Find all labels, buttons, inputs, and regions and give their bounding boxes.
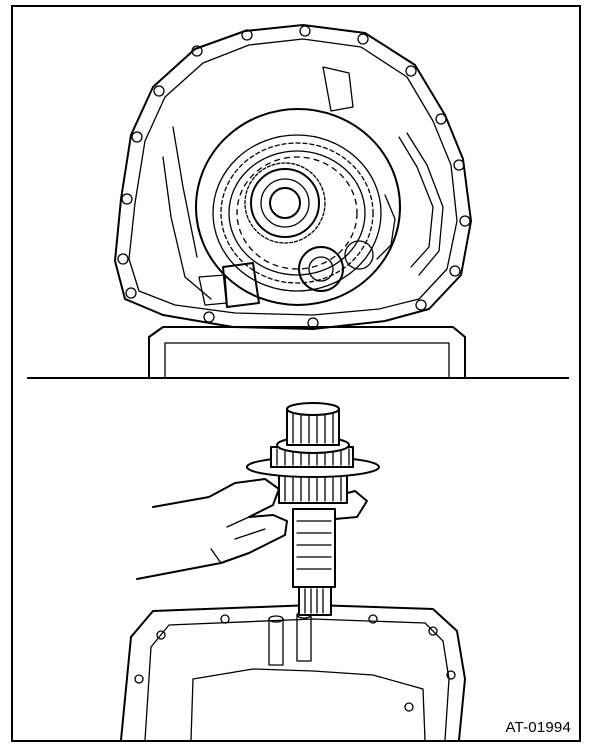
oil-passage-right-1: [398, 136, 434, 268]
case-boss-pin: [268, 618, 284, 666]
oil-passage-left-2: [172, 126, 198, 258]
bottom-panel-shaft-removal: [13, 379, 579, 740]
figure-frame: AT-01994: [11, 5, 581, 742]
clutch-drum-teeth: [220, 142, 374, 284]
hand-arm-outline: [136, 478, 288, 580]
case-bore: [195, 108, 401, 306]
bracket-detail: [198, 274, 228, 306]
case-top-rim: [120, 604, 466, 740]
case-valve-body: [190, 668, 426, 740]
case-boss-lower: [298, 246, 344, 292]
gear-hub-ring: [260, 178, 310, 228]
shaft-grooves: [296, 520, 332, 570]
case-boss-pin-2: [296, 614, 312, 662]
bracket-lower-left: [222, 262, 260, 308]
clutch-drum-inner: [228, 150, 366, 276]
clutch-plate-ring: [236, 156, 358, 270]
case-flange-inner: [128, 38, 458, 316]
shaft-spline-end: [298, 586, 332, 616]
oil-passage-right-4: [322, 66, 354, 112]
case-boss-small: [344, 240, 374, 270]
top-gear-cap: [286, 402, 340, 416]
top-panel-case-view: [13, 7, 579, 377]
shaft-removal-illustration: [120, 402, 466, 740]
lower-housing: [148, 326, 466, 377]
case-outer-outline: [114, 24, 472, 330]
hand-finger-lines: [210, 516, 266, 564]
panel-divider: [27, 377, 569, 379]
flange-bolt-holes: [117, 25, 471, 329]
case-boss-lower-inner: [308, 256, 334, 282]
case-bolt-holes: [134, 614, 456, 712]
case-illustration: [114, 24, 472, 377]
figure-id-label: AT-01994: [505, 719, 571, 736]
oil-passage-right-2: [406, 132, 444, 276]
shaft-body: [292, 508, 336, 588]
oil-passage-right-3: [376, 194, 396, 260]
lower-housing-inner: [164, 342, 450, 377]
oil-passage-left-1: [162, 156, 212, 300]
lower-gear: [278, 474, 348, 504]
gear-outer-teeth: [244, 162, 326, 244]
gear-body: [250, 168, 320, 238]
clutch-drum-outer: [212, 134, 382, 292]
gear-center-bore: [269, 187, 301, 219]
